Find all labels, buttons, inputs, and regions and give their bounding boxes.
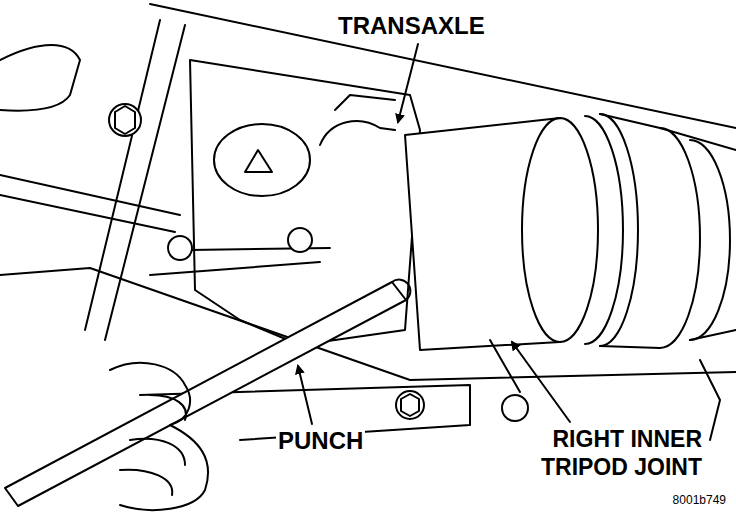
part-label: RIGHT INNER TRIPOD JOINT (468, 426, 704, 481)
part-label: TRANSAXLE (336, 12, 487, 41)
part-label: PUNCH (276, 427, 365, 456)
figure-number: 8001b749 (671, 493, 728, 507)
